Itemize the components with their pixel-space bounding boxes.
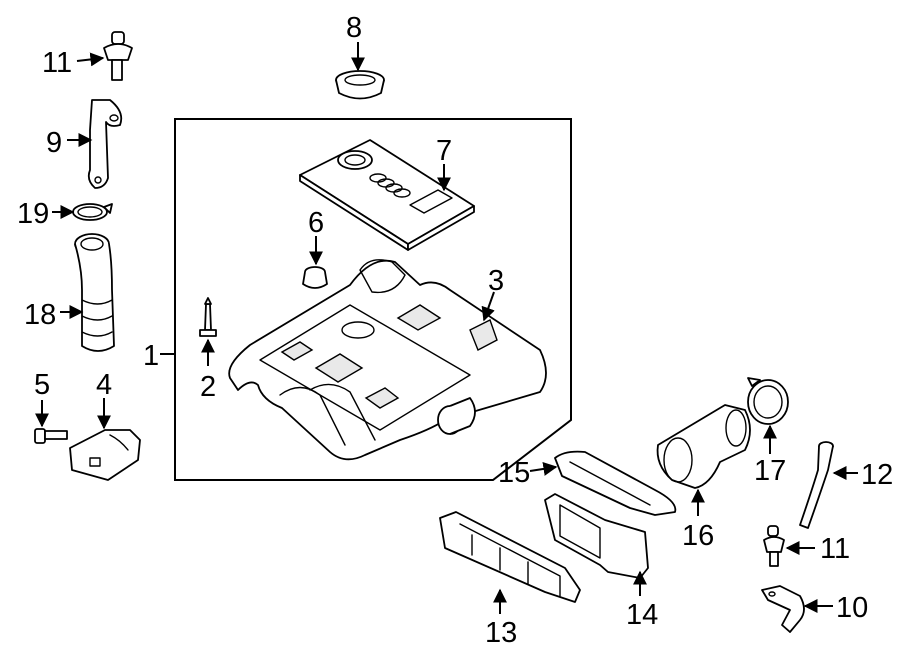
screw-part-5 bbox=[34, 428, 68, 444]
engine-cover-part-3 bbox=[228, 259, 547, 461]
hose-part-18 bbox=[74, 233, 115, 352]
bolt-part-2 bbox=[199, 297, 217, 337]
grommet-part-6 bbox=[302, 266, 328, 289]
callout-11-top: 11 bbox=[42, 47, 72, 79]
sensor-part-4 bbox=[69, 429, 141, 481]
callout-4: 4 bbox=[96, 369, 112, 401]
bracket-part-9 bbox=[87, 99, 123, 189]
callout-12: 12 bbox=[861, 459, 893, 491]
clamp-part-17 bbox=[747, 377, 789, 425]
callout-5: 5 bbox=[34, 369, 50, 401]
callout-14: 14 bbox=[626, 599, 658, 631]
grommet-part-8 bbox=[335, 70, 385, 100]
cover-plate-part-7 bbox=[299, 139, 475, 251]
callout-17: 17 bbox=[754, 455, 786, 487]
callout-19: 19 bbox=[17, 198, 49, 230]
duct-part-16 bbox=[656, 404, 751, 489]
callout-18: 18 bbox=[24, 299, 56, 331]
callout-8: 8 bbox=[346, 12, 362, 44]
callout-6: 6 bbox=[308, 207, 324, 239]
duct-part-13 bbox=[439, 511, 581, 603]
callout-9: 9 bbox=[46, 127, 62, 159]
callout-1: 1 bbox=[143, 340, 159, 372]
callout-7: 7 bbox=[436, 135, 452, 167]
callout-11-bottom: 11 bbox=[820, 533, 850, 565]
callout-2: 2 bbox=[200, 371, 216, 403]
valve-part-11-bottom bbox=[763, 525, 785, 567]
duct-part-15 bbox=[554, 450, 677, 516]
callout-10: 10 bbox=[836, 592, 868, 624]
callout-3: 3 bbox=[488, 265, 504, 297]
assembly-frame bbox=[174, 118, 572, 481]
callout-16: 16 bbox=[682, 520, 714, 552]
callout-15: 15 bbox=[498, 457, 530, 489]
valve-part-11-top bbox=[103, 31, 133, 81]
bracket-part-10 bbox=[761, 585, 805, 633]
callout-13: 13 bbox=[485, 617, 517, 649]
tube-part-12 bbox=[799, 441, 834, 529]
clamp-part-19 bbox=[72, 203, 113, 221]
